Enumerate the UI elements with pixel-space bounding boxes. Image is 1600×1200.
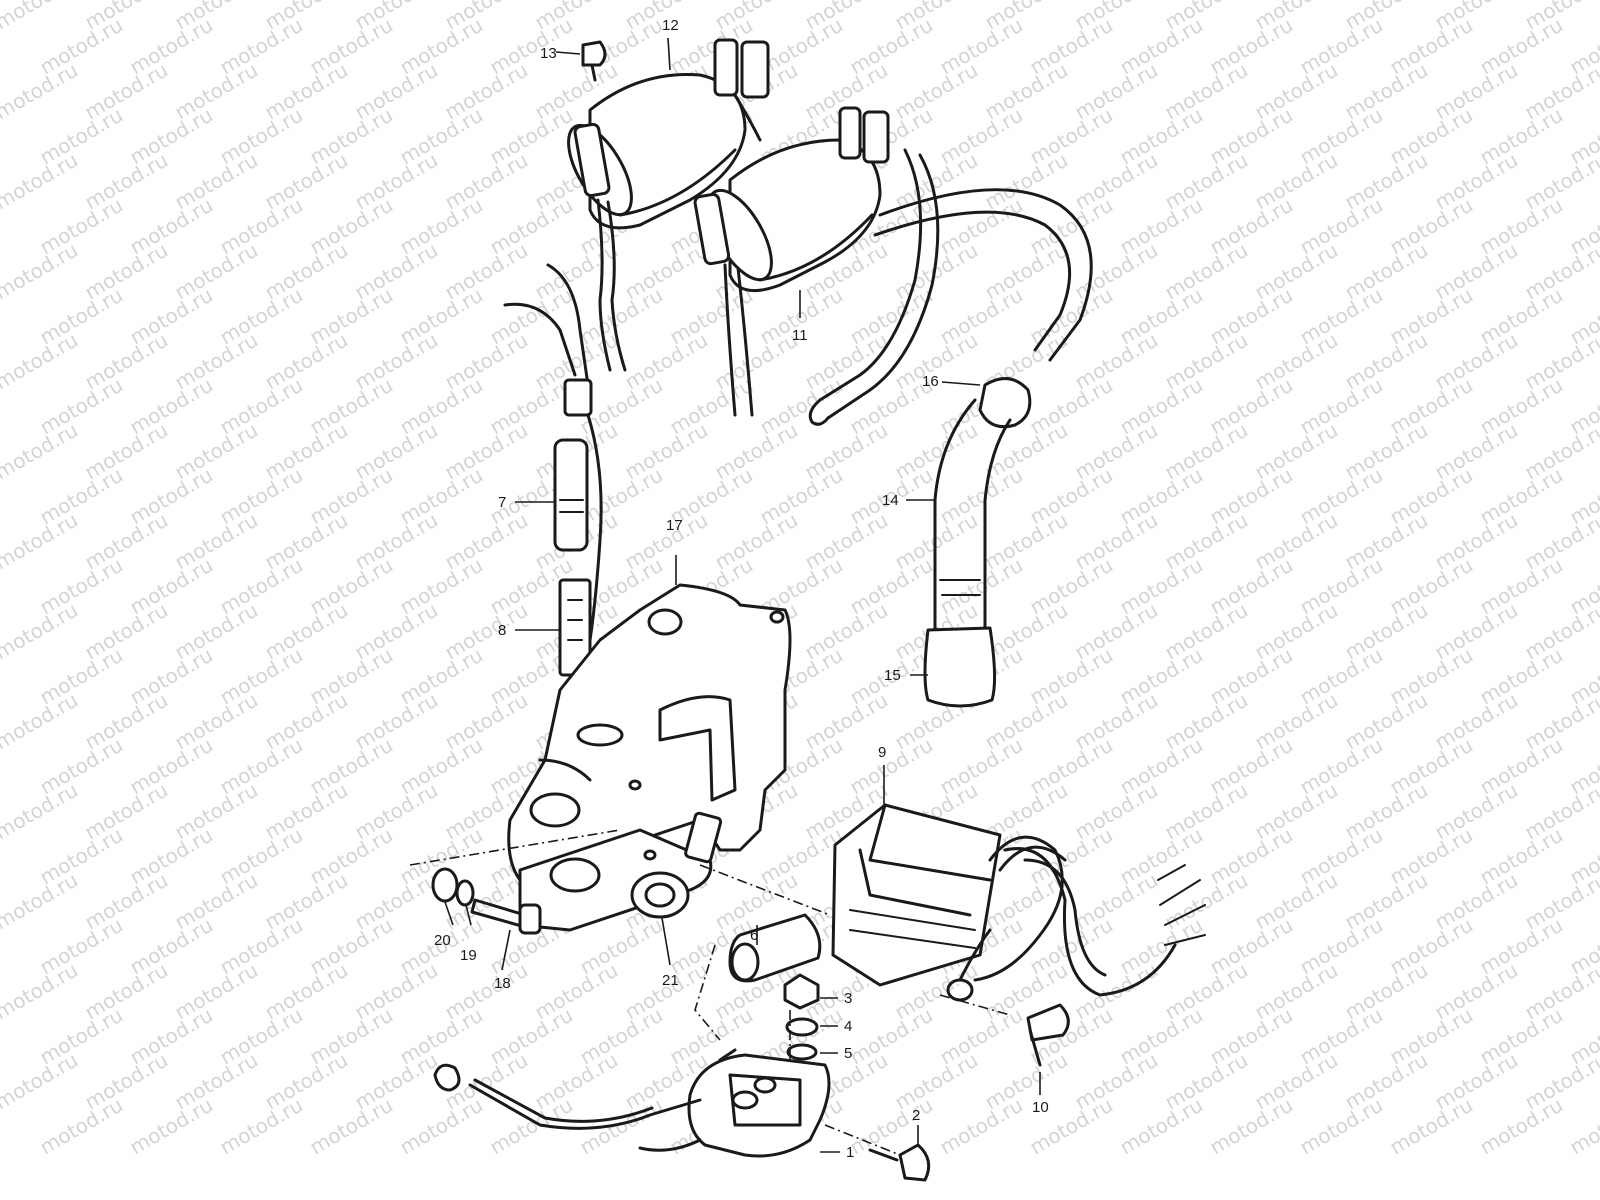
- callout-5: 5: [844, 1045, 852, 1062]
- watermark-text: motod.ru: [0, 0, 82, 34]
- cdi-unit-9: [831, 803, 1206, 1002]
- callout-17: 17: [666, 517, 683, 534]
- callout-19: 19: [460, 947, 477, 964]
- callout-10: 10: [1032, 1099, 1049, 1116]
- watermark-text: motod.ru: [1116, 1093, 1207, 1160]
- watermark-text: motod.ru: [936, 1093, 1027, 1160]
- watermark-text: motod.ru: [1386, 1093, 1477, 1160]
- watermark-text: motod.ru: [396, 1093, 487, 1160]
- screw-2: [868, 1143, 931, 1182]
- watermark-text: motod.ru: [36, 1093, 127, 1160]
- callout-20: 20: [434, 932, 451, 949]
- regulator-1: [433, 1048, 831, 1158]
- assembly-axis-lines: [409, 829, 1011, 1156]
- watermark-text: motod.ru: [1566, 1093, 1600, 1160]
- callout-7: 7: [498, 494, 506, 511]
- callout-6: 6: [750, 927, 758, 944]
- watermark-text: motod.ru: [1296, 1093, 1387, 1160]
- plug-cap-boot: [923, 377, 1032, 708]
- callout-18: 18: [494, 975, 511, 992]
- bolt-and-washers-18-21: [431, 867, 690, 935]
- callout-12: 12: [662, 17, 679, 34]
- watermark-text: motod.ru: [216, 1093, 307, 1160]
- callout-11: 11: [792, 327, 808, 344]
- watermark-text: motod.ru: [126, 1093, 217, 1160]
- ignition-coil-11: [693, 106, 890, 417]
- watermark-text: motod.ru: [306, 1093, 397, 1160]
- leader-lines: [444, 37, 1041, 1153]
- mounting-bracket-17: [507, 583, 792, 932]
- lead-connector-7-8: [503, 263, 603, 677]
- ignition-coil-12: [567, 38, 770, 372]
- callout-15: 15: [884, 667, 901, 684]
- screw-13: [581, 40, 607, 82]
- callout-3: 3: [844, 990, 852, 1007]
- spacer-6: [728, 913, 822, 983]
- high-tension-lead: [808, 148, 1093, 426]
- callout-2: 2: [912, 1107, 920, 1124]
- nut-and-washers-3-5: [783, 973, 820, 1061]
- callout-1: 1: [846, 1144, 854, 1161]
- watermark-text: motod.ru: [1476, 1093, 1567, 1160]
- callout-21: 21: [662, 972, 679, 989]
- callout-labels: 13 12 11 16 14 15 7 8 17 9 20 19 18 21 6…: [434, 17, 1049, 1161]
- callout-8: 8: [498, 622, 506, 639]
- callout-4: 4: [844, 1018, 852, 1035]
- callout-16: 16: [922, 373, 939, 390]
- watermark-text: motod.ru: [1206, 1093, 1297, 1160]
- callout-13: 13: [540, 45, 557, 62]
- callout-14: 14: [882, 492, 899, 509]
- callout-9: 9: [878, 744, 886, 761]
- screw-10: [1026, 1003, 1070, 1067]
